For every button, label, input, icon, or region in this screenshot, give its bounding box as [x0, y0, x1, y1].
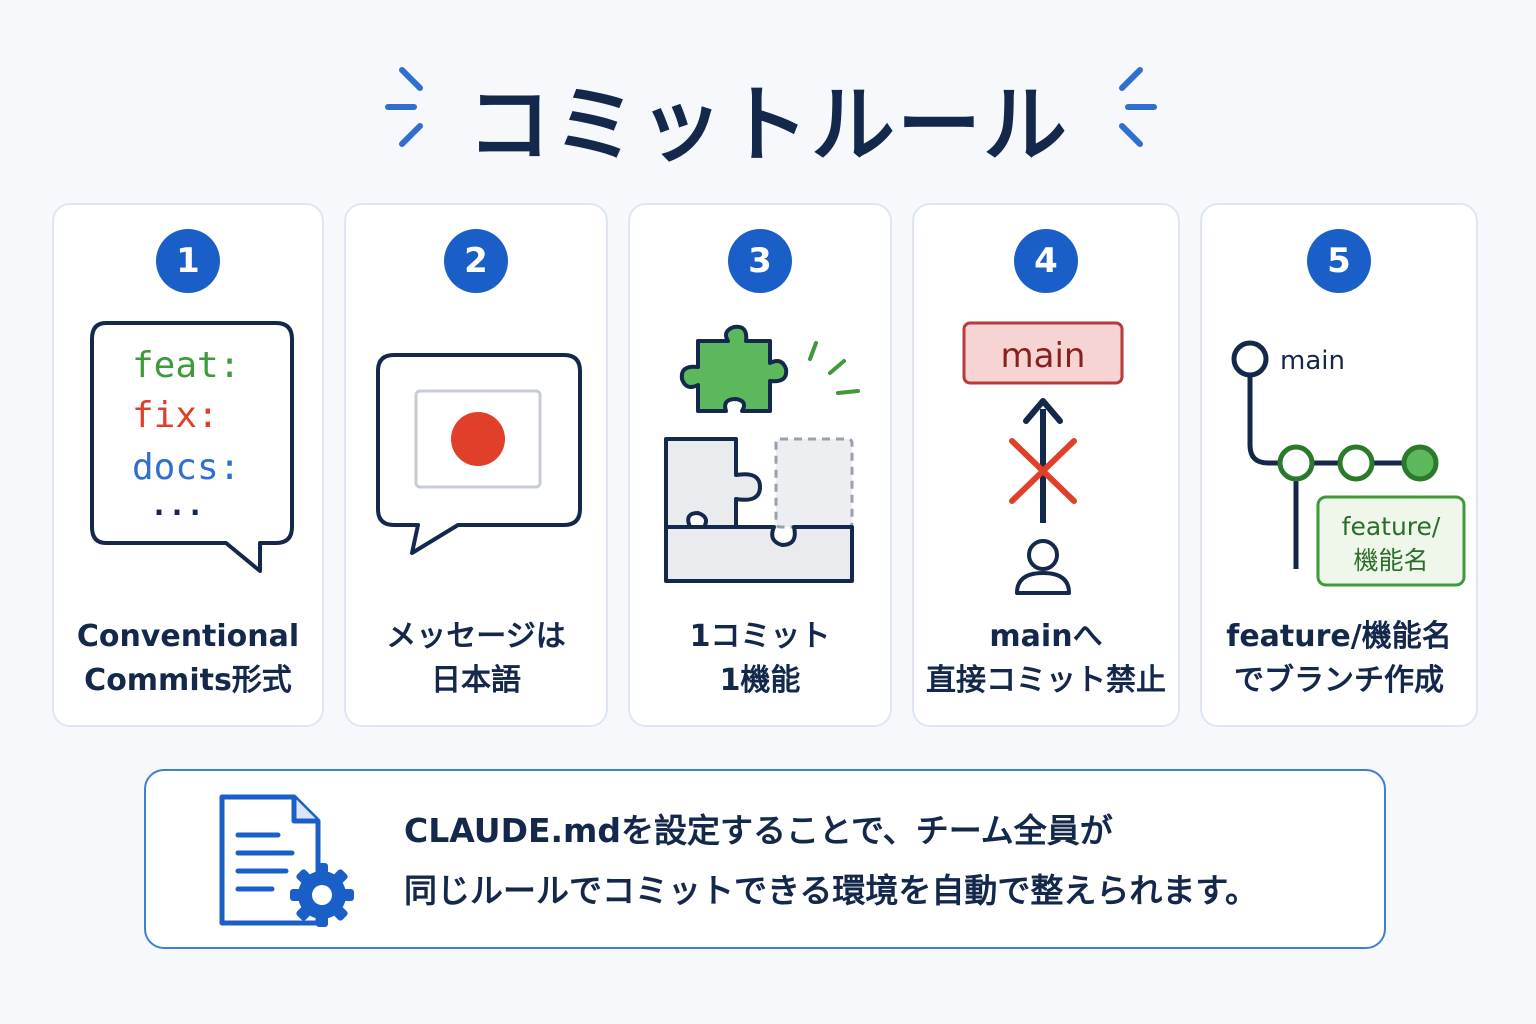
- feature-label-line2: 機能名: [1353, 546, 1428, 575]
- code-line-feat: feat:: [132, 345, 240, 386]
- rule-card-no-direct-main: 4 main mainへ 直接コミット禁止: [912, 203, 1180, 727]
- git-main-label: main: [1280, 346, 1345, 376]
- code-line-fix: fix:: [132, 395, 219, 436]
- summary-text: CLAUDE.mdを設定することで、チーム全員が 同じルールでコミットできる環境…: [404, 801, 1258, 921]
- step-badge: 1: [156, 229, 220, 293]
- step-badge: 5: [1307, 229, 1371, 293]
- sparkle-right-icon: [1119, 67, 1157, 147]
- rule-card-conventional-commits: 1 feat: fix: docs: ... Conventional Comm…: [52, 203, 324, 727]
- git-branch-icon: main feature/ 機能名: [1231, 340, 1466, 587]
- step-badge: 3: [728, 229, 792, 293]
- sparkle-left-icon: [385, 67, 423, 147]
- rule-card-feature-branch: 5 main feature/ 機能名 feature/機能名 でブランチ作成: [1200, 203, 1478, 727]
- blocked-push-icon: main: [962, 321, 1124, 595]
- page-title: コミットルール: [466, 76, 1069, 174]
- feature-label-line1: feature/: [1342, 512, 1441, 541]
- card-caption: feature/機能名 でブランチ作成: [1226, 619, 1452, 698]
- branch-main-label: main: [1001, 336, 1086, 376]
- code-line-docs: docs:: [132, 447, 240, 488]
- code-line-ellipsis: ...: [150, 488, 204, 523]
- step-badge: 4: [1014, 229, 1078, 293]
- speech-bubble-code-icon: feat: fix: docs: ...: [90, 321, 294, 573]
- summary-line-1: CLAUDE.mdを設定することで、チーム全員が: [404, 811, 1113, 850]
- step-badge: 2: [444, 229, 508, 293]
- card-caption: mainへ 直接コミット禁止: [926, 619, 1166, 698]
- japan-flag-icon: [376, 353, 582, 555]
- rule-card-japanese-message: 2 メッセージは 日本語: [344, 203, 608, 727]
- rule-card-one-commit-one-feature: 3 1コミット 1機能: [628, 203, 892, 727]
- document-gear-icon: [219, 794, 354, 927]
- card-caption: Conventional Commits形式: [76, 619, 300, 698]
- title-area: コミットルール: [0, 40, 1536, 174]
- card-caption: 1コミット 1機能: [689, 619, 831, 698]
- card-caption: メッセージは 日本語: [386, 619, 566, 698]
- summary-box: CLAUDE.mdを設定することで、チーム全員が 同じルールでコミットできる環境…: [144, 769, 1386, 949]
- summary-line-2: 同じルールでコミットできる環境を自動で整えられます。: [404, 871, 1259, 910]
- puzzle-icon: [664, 324, 860, 583]
